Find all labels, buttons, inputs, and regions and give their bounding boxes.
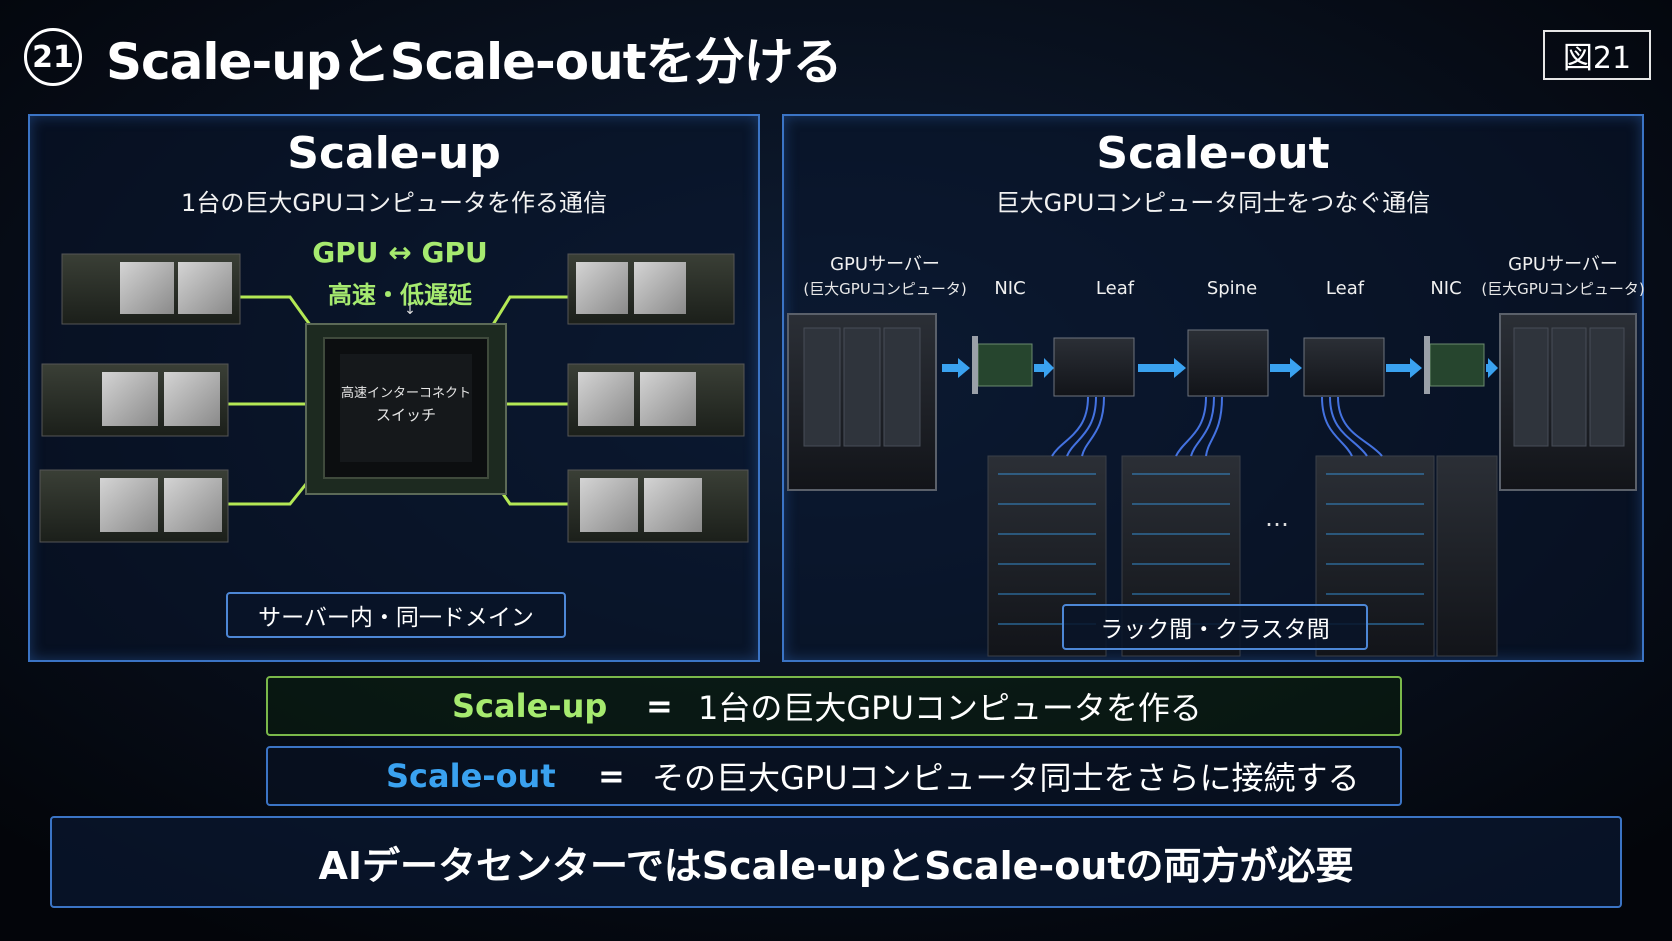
scale-up-title: Scale-up	[287, 128, 501, 179]
section-number-text: 21	[32, 39, 74, 75]
gpu-card-left-3	[39, 469, 229, 543]
server-racks	[987, 455, 1498, 657]
scale-out-term: Scale-out	[386, 757, 556, 795]
gpu-card-right-1	[567, 253, 735, 325]
scale-out-domain-tag: ラック間・クラスタ間	[1062, 604, 1368, 650]
node-sub-gpu-server-left: (巨大GPUコンピュータ)	[803, 280, 967, 298]
spine-switch	[1187, 329, 1269, 397]
scale-out-equals: =	[598, 757, 625, 795]
link-arrow: ↓	[404, 302, 416, 318]
scale-out-definition: Scale-out = その巨大GPUコンピュータ同士をさらに接続する	[266, 746, 1402, 806]
scale-up-equals: =	[646, 687, 673, 725]
node-sub-gpu-server-right: (巨大GPUコンピュータ)	[1481, 280, 1645, 298]
leaf-switch-left	[1053, 337, 1135, 397]
section-number: 21	[24, 28, 82, 86]
interconnect-switch-chip	[305, 323, 507, 495]
rack-ellipsis: …	[1265, 504, 1289, 532]
node-label-spine: Spine	[1206, 278, 1258, 299]
gpu-card-right-3	[567, 469, 749, 543]
scale-out-subtitle: 巨大GPUコンピュータ同士をつなぐ通信	[995, 189, 1431, 217]
scale-up-term: Scale-up	[452, 687, 608, 725]
scale-out-diagram	[787, 313, 1637, 657]
flow-arrows	[942, 358, 1498, 378]
figure-label: 図21	[1543, 30, 1651, 80]
node-label-gpu-server-right: GPUサーバー	[1508, 254, 1618, 275]
gpu-link-desc: 高速・低遅延	[328, 281, 472, 309]
scale-up-meaning: 1台の巨大GPUコンピュータを作る	[698, 689, 1202, 727]
nic-left	[972, 336, 1033, 394]
switch-label-2: スイッチ	[375, 406, 436, 424]
scale-out-title: Scale-out	[1096, 128, 1330, 179]
node-label-gpu-server-left: GPUサーバー	[830, 254, 940, 275]
footer-banner: AIデータセンターではScale-upとScale-outの両方が必要	[50, 816, 1622, 908]
gpu-card-left-2	[41, 363, 229, 437]
leaf-switch-right	[1303, 337, 1385, 397]
scale-up-diagram	[39, 253, 749, 543]
switch-label-1: 高速インターコネクト	[340, 386, 471, 401]
page-title: Scale-upとScale-outを分ける	[106, 33, 843, 91]
gpu-server-right	[1499, 313, 1637, 491]
scale-up-subtitle: 1台の巨大GPUコンピュータを作る通信	[181, 189, 607, 217]
node-label-nic-left: NIC	[994, 278, 1026, 299]
node-label-nic-right: NIC	[1430, 278, 1462, 299]
node-label-leaf-right: Leaf	[1325, 278, 1365, 299]
scale-up-domain-tag: サーバー内・同一ドメイン	[226, 592, 566, 638]
scale-out-meaning: その巨大GPUコンピュータ同士をさらに接続する	[652, 759, 1360, 797]
gpu-link-title: GPU ↔ GPU	[312, 236, 488, 269]
network-cables	[1051, 396, 1383, 457]
gpu-card-right-2	[567, 363, 745, 437]
gpu-card-left-1	[61, 253, 241, 325]
node-label-leaf-left: Leaf	[1095, 278, 1135, 299]
gpu-server-left	[787, 313, 937, 491]
nic-right	[1424, 336, 1485, 394]
scale-up-definition: Scale-up = 1台の巨大GPUコンピュータを作る	[266, 676, 1402, 736]
